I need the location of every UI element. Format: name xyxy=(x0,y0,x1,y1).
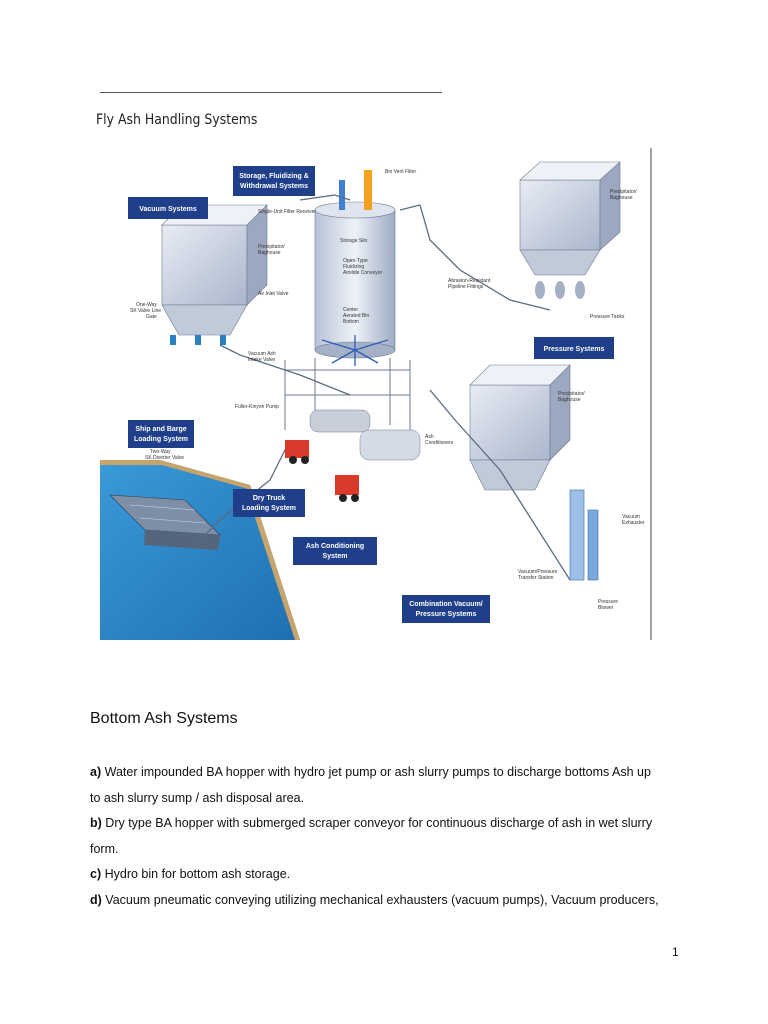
svg-text:SK Diverter Valve: SK Diverter Valve xyxy=(145,455,184,461)
svg-text:Bin Vent Filter: Bin Vent Filter xyxy=(385,169,416,175)
label-box-ship: Ship and Barge Loading System xyxy=(128,420,194,448)
list-item-a: a) Water impounded BA hopper with hydro … xyxy=(90,759,680,811)
svg-text:Pipeline Fittings: Pipeline Fittings xyxy=(448,284,484,290)
svg-text:Baghouse: Baghouse xyxy=(610,195,633,201)
svg-text:Withdrawal Systems: Withdrawal Systems xyxy=(240,183,308,190)
svg-text:Transfer Station: Transfer Station xyxy=(518,575,554,581)
list-item-continuation: to ash slurry sump / ash disposal area. xyxy=(90,791,304,805)
list-item-text: Water impounded BA hopper with hydro jet… xyxy=(105,765,651,779)
svg-text:Intake Valve: Intake Valve xyxy=(248,357,275,363)
precipitator-right-top xyxy=(520,162,620,299)
list-marker: d) xyxy=(90,893,102,907)
svg-text:Conditioners: Conditioners xyxy=(425,440,454,446)
list-item-c: c) Hydro bin for bottom ash storage. xyxy=(90,861,680,887)
svg-text:Exhauster: Exhauster xyxy=(622,520,645,526)
svg-text:Ash Conditioning: Ash Conditioning xyxy=(306,543,364,550)
section-heading: Bottom Ash Systems xyxy=(90,710,238,728)
svg-text:Pressure Tanks: Pressure Tanks xyxy=(590,314,625,320)
fly-ash-diagram: Vacuum Systems Storage, Fluidizing & Wit… xyxy=(100,140,656,642)
truck-2 xyxy=(335,430,420,502)
list-item-continuation: form. xyxy=(90,842,118,856)
list-item-text: Hydro bin for bottom ash storage. xyxy=(105,867,291,881)
svg-text:Fuller-Kinyon Pump: Fuller-Kinyon Pump xyxy=(235,404,279,410)
header-rule xyxy=(100,92,442,93)
list-marker: a) xyxy=(90,765,101,779)
label-box-vacuum: Vacuum Systems xyxy=(128,197,208,219)
svg-text:Storage Silo: Storage Silo xyxy=(340,238,367,244)
water-basin xyxy=(100,460,300,640)
svg-text:Pressure Systems: Pressure Systems xyxy=(416,611,477,618)
label-box-combination: Combination Vacuum/ Pressure Systems xyxy=(402,595,490,623)
label-box-storage: Storage, Fluidizing & Withdrawal Systems xyxy=(233,166,315,196)
precipitator-left xyxy=(162,205,267,345)
svg-text:Combination Vacuum/: Combination Vacuum/ xyxy=(409,601,483,608)
label-box-dry-truck: Dry Truck Loading System xyxy=(233,489,305,517)
svg-text:Vacuum Systems: Vacuum Systems xyxy=(139,206,197,213)
list-item-text: Vacuum pneumatic conveying utilizing mec… xyxy=(105,893,658,907)
svg-text:Baghouse: Baghouse xyxy=(558,397,581,403)
svg-text:Loading System: Loading System xyxy=(134,436,188,443)
list-marker: c) xyxy=(90,867,101,881)
page-number: 1 xyxy=(672,945,679,959)
list-item-d: d) Vacuum pneumatic conveying utilizing … xyxy=(90,887,680,913)
svg-text:Ship and Barge: Ship and Barge xyxy=(135,426,186,433)
svg-text:Single-Unit Filter Receiver: Single-Unit Filter Receiver xyxy=(258,209,316,215)
svg-text:Baghouse: Baghouse xyxy=(258,250,281,256)
label-box-pressure: Pressure Systems xyxy=(534,337,614,359)
list-item-text: Dry type BA hopper with submerged scrape… xyxy=(105,816,652,830)
svg-text:Airslide Conveyor: Airslide Conveyor xyxy=(343,270,383,276)
svg-text:Air Inlet Valve: Air Inlet Valve xyxy=(258,291,289,297)
svg-text:Blower: Blower xyxy=(598,605,614,611)
figure-caption: Fly Ash Handling Systems xyxy=(96,112,257,128)
list-item-b: b) Dry type BA hopper with submerged scr… xyxy=(90,810,680,862)
truck-1 xyxy=(285,410,370,464)
list-marker: b) xyxy=(90,816,102,830)
svg-text:Gate: Gate xyxy=(146,314,157,320)
svg-text:Bottom: Bottom xyxy=(343,319,359,325)
svg-text:Dry Truck: Dry Truck xyxy=(253,495,285,502)
svg-text:Pressure Systems: Pressure Systems xyxy=(544,346,605,353)
svg-text:System: System xyxy=(323,553,348,560)
label-box-ash-conditioning: Ash Conditioning System xyxy=(293,537,377,565)
svg-text:Storage, Fluidizing &: Storage, Fluidizing & xyxy=(239,173,309,180)
svg-text:Loading System: Loading System xyxy=(242,505,296,512)
